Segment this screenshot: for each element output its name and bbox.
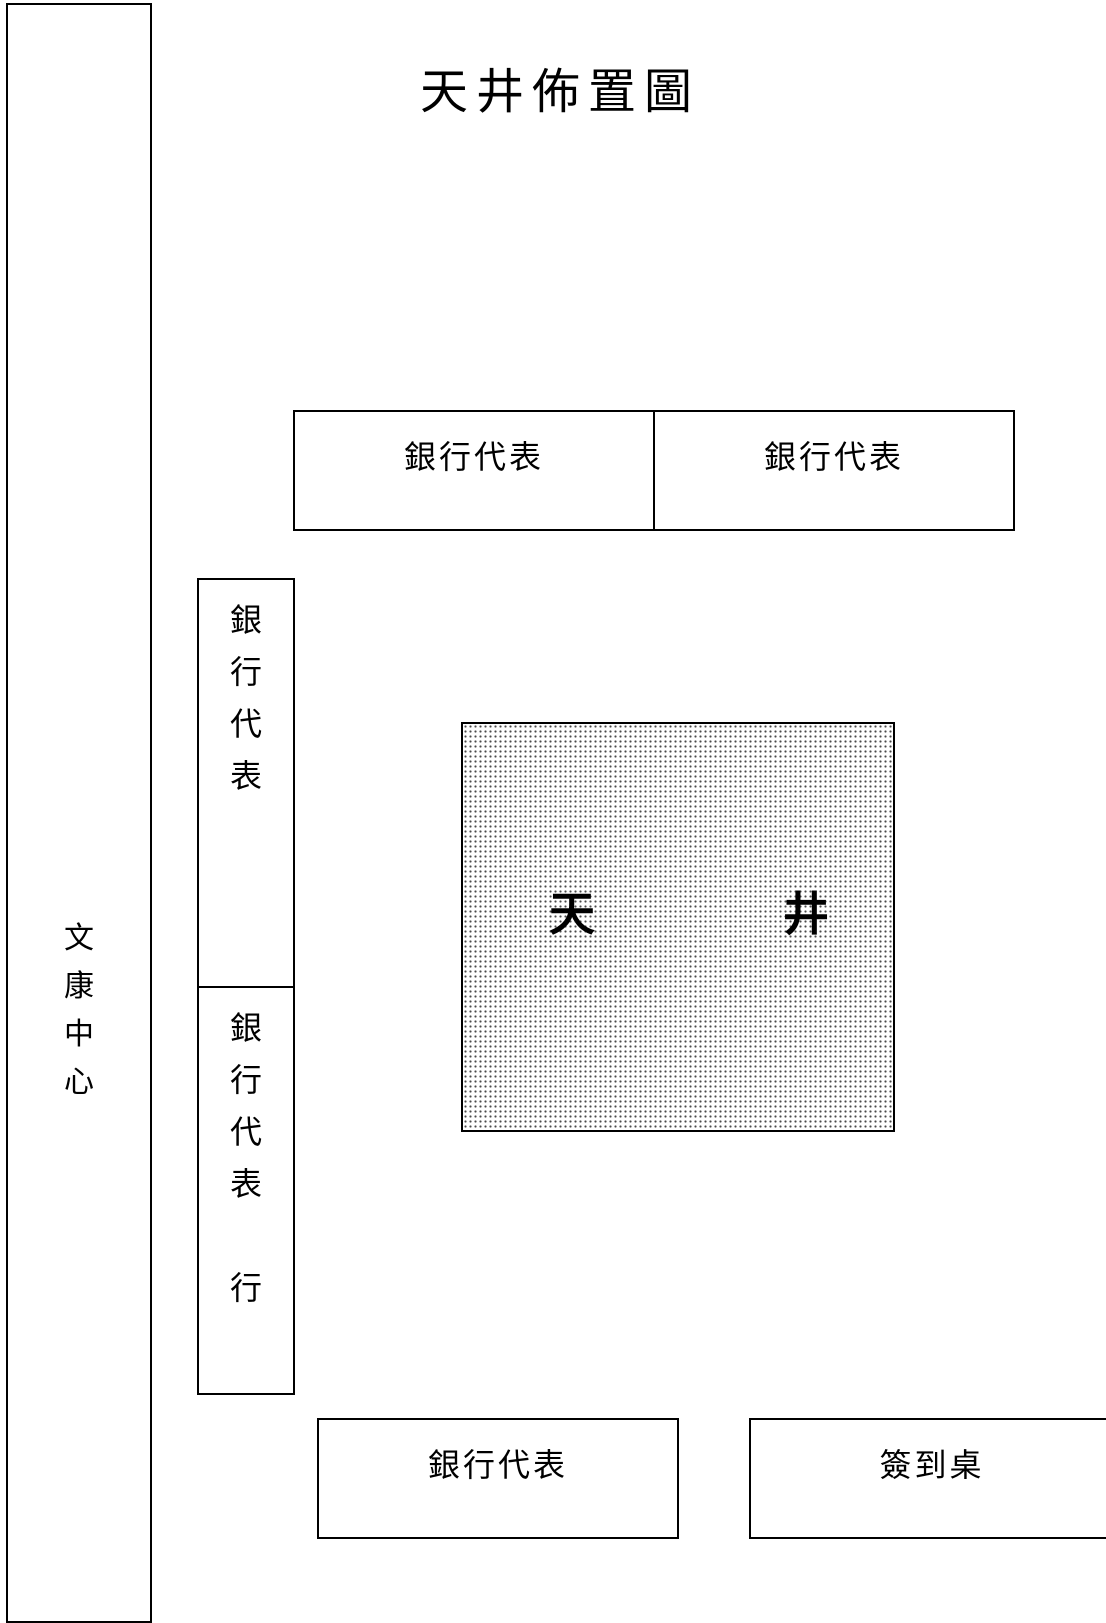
bank-rep-label: 銀 行 代 表 [229,601,262,795]
bank-rep-table-left-lower: 銀 行 代 表 行 [197,986,295,1395]
patio-label-char: 井 [783,887,829,941]
activity-center-area: 文 康 中 心 [6,3,152,1623]
diagram-title: 天井佈置圖 [419,64,700,120]
bank-rep-table-top-left: 銀行代表 [293,410,655,531]
bank-rep-table-top-right: 銀行代表 [653,410,1015,531]
bank-rep-label: 銀 行 代 表 行 [229,1009,262,1307]
bank-rep-table-left-upper: 銀 行 代 表 [197,578,295,988]
bank-rep-label: 銀行代表 [403,438,544,476]
bank-rep-table-bottom: 銀行代表 [317,1418,679,1539]
patio-area: 天 井 [461,722,895,1132]
activity-center-label: 文 康 中 心 [64,921,94,1100]
patio-label-char: 天 [549,887,595,941]
sign-in-desk: 簽到桌 [749,1418,1106,1539]
bank-rep-label: 銀行代表 [763,438,904,476]
sign-in-desk-label: 簽到桌 [879,1446,985,1484]
bank-rep-label: 銀行代表 [427,1446,568,1484]
